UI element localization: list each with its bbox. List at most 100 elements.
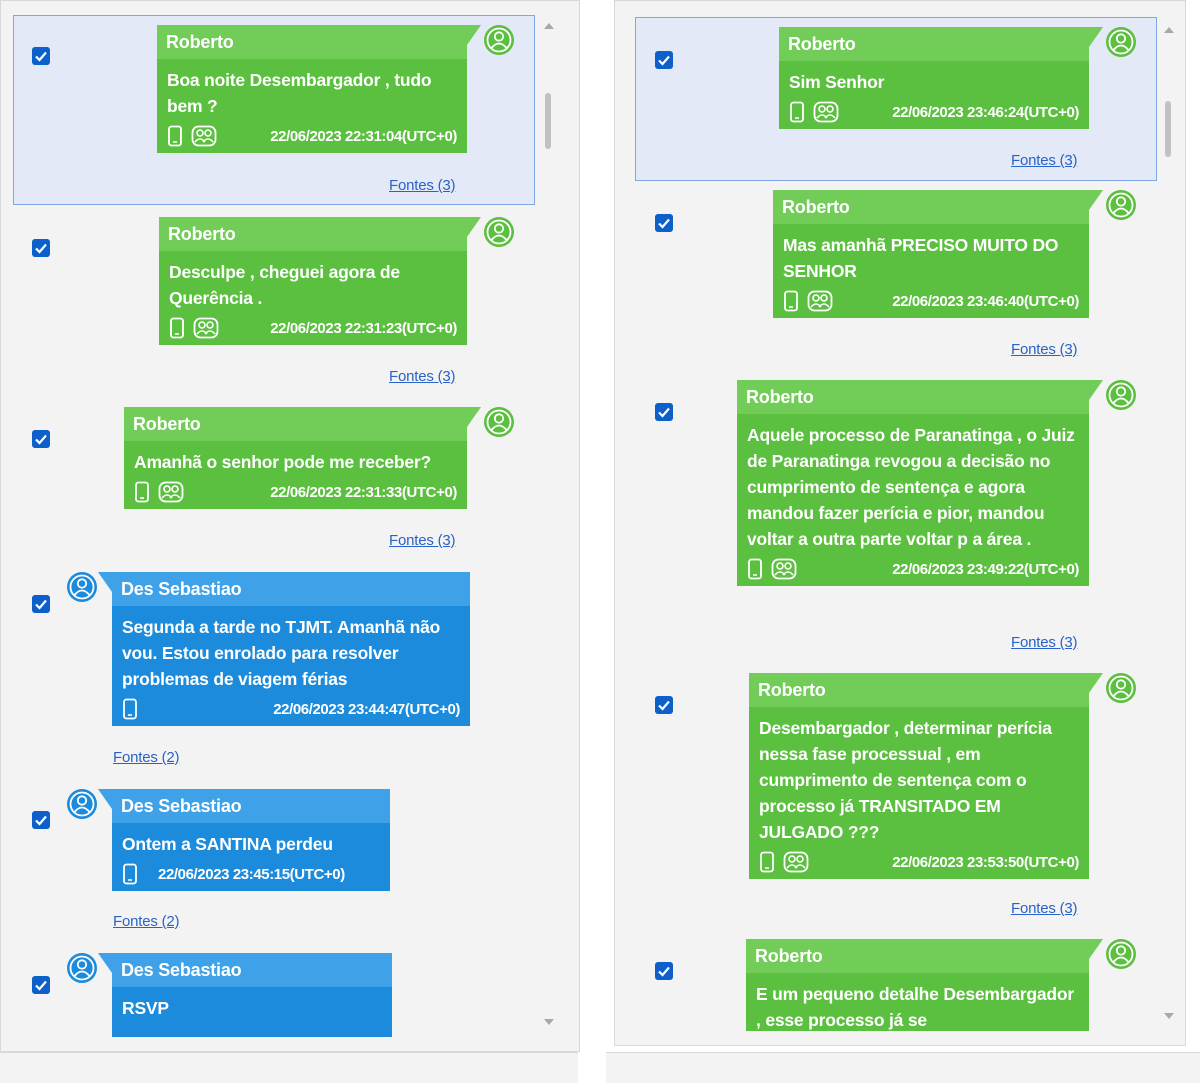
message-sender: Des Sebastiao — [112, 572, 470, 606]
message-sender: Roberto — [157, 25, 467, 59]
message-text: Ontem a SANTINA perdeu — [112, 823, 390, 857]
message-bubble-incoming[interactable]: Des Sebastiao Ontem a SANTINA perdeu 22/… — [98, 789, 390, 891]
group-chat-icon — [191, 125, 217, 147]
checkbox-checked-icon — [658, 55, 670, 66]
user-avatar-icon — [67, 572, 97, 602]
phone-icon — [170, 317, 184, 339]
phone-icon — [784, 290, 798, 312]
group-chat-icon — [193, 317, 219, 339]
scroll-thumb[interactable] — [1165, 101, 1171, 157]
scroll-up-arrow[interactable] — [1164, 27, 1174, 33]
sources-link[interactable]: Fontes (3) — [389, 177, 456, 194]
message-checkbox[interactable] — [655, 962, 673, 980]
checkbox-checked-icon — [658, 407, 670, 418]
message-text: Aquele processo de Paranatinga , o Juiz … — [737, 414, 1089, 552]
bubble-tail — [467, 407, 481, 427]
message-bubble-outgoing[interactable]: Roberto Mas amanhã PRECISO MUITO DO SENH… — [773, 190, 1103, 318]
message-bubble-outgoing[interactable]: Roberto Desculpe , cheguei agora de Quer… — [159, 217, 481, 345]
message-timestamp: 22/06/2023 22:31:23(UTC+0) — [270, 319, 457, 337]
checkbox-checked-icon — [35, 434, 47, 445]
phone-icon — [760, 851, 774, 873]
phone-icon — [168, 125, 182, 147]
group-chat-icon — [783, 851, 809, 873]
vertical-scrollbar[interactable] — [540, 1, 558, 1041]
message-bubble-outgoing[interactable]: Roberto Aquele processo de Paranatinga ,… — [737, 380, 1103, 586]
left-message-panel: Roberto Boa noite Desembargador , tudo b… — [0, 0, 580, 1052]
phone-icon — [123, 863, 137, 885]
message-sender: Roberto — [124, 407, 467, 441]
group-chat-icon — [807, 290, 833, 312]
sources-link[interactable]: Fontes (3) — [1011, 900, 1078, 917]
message-text: Boa noite Desembargador , tudo bem ? — [157, 59, 467, 119]
message-text: Mas amanhã PRECISO MUITO DO SENHOR — [773, 224, 1089, 284]
message-checkbox[interactable] — [655, 696, 673, 714]
message-bubble-outgoing[interactable]: Roberto Boa noite Desembargador , tudo b… — [157, 25, 481, 153]
group-chat-icon — [158, 481, 184, 503]
bubble-tail — [467, 25, 481, 45]
user-avatar-icon — [67, 789, 97, 819]
message-bubble-outgoing[interactable]: Roberto Amanhã o senhor pode me receber?… — [124, 407, 481, 509]
message-checkbox[interactable] — [32, 976, 50, 994]
message-sender: Roberto — [749, 673, 1089, 707]
sources-link[interactable]: Fontes (3) — [1011, 634, 1078, 651]
checkbox-checked-icon — [658, 966, 670, 977]
message-sender: Roberto — [779, 27, 1089, 61]
message-sender: Des Sebastiao — [112, 953, 392, 987]
message-bubble-outgoing[interactable]: Roberto Desembargador , determinar períc… — [749, 673, 1103, 879]
scroll-thumb[interactable] — [545, 93, 551, 149]
message-sender: Roberto — [737, 380, 1089, 414]
user-avatar-icon — [67, 953, 97, 983]
scroll-down-arrow[interactable] — [544, 1019, 554, 1025]
message-text: E um pequeno detalhe Desembargador , ess… — [746, 973, 1089, 1031]
phone-icon — [135, 481, 149, 503]
sources-link[interactable]: Fontes (3) — [389, 532, 456, 549]
bubble-tail — [1089, 190, 1103, 210]
user-avatar-icon — [1106, 939, 1136, 969]
bubble-tail — [98, 789, 112, 809]
scroll-up-arrow[interactable] — [544, 23, 554, 29]
checkbox-checked-icon — [35, 980, 47, 991]
message-text: Desculpe , cheguei agora de Querência . — [159, 251, 467, 311]
bubble-tail — [467, 217, 481, 237]
message-bubble-incoming[interactable]: Des Sebastiao RSVP — [112, 953, 392, 1037]
sources-link[interactable]: Fontes (2) — [113, 749, 180, 766]
user-avatar-icon — [1106, 380, 1136, 410]
user-avatar-icon — [1106, 190, 1136, 220]
message-bubble-incoming[interactable]: Des Sebastiao Segunda a tarde no TJMT. A… — [98, 572, 470, 726]
user-avatar-icon — [1106, 673, 1136, 703]
sources-link[interactable]: Fontes (3) — [1011, 152, 1078, 169]
scroll-down-arrow[interactable] — [1164, 1013, 1174, 1019]
sources-link[interactable]: Fontes (3) — [1011, 341, 1078, 358]
message-timestamp: 22/06/2023 23:49:22(UTC+0) — [892, 560, 1079, 578]
left-bottom-strip — [0, 1052, 578, 1083]
sources-link[interactable]: Fontes (2) — [113, 913, 180, 930]
message-timestamp: 22/06/2023 23:44:47(UTC+0) — [273, 700, 460, 718]
message-checkbox[interactable] — [655, 214, 673, 232]
user-avatar-icon — [1106, 27, 1136, 57]
message-checkbox[interactable] — [32, 811, 50, 829]
checkbox-checked-icon — [35, 51, 47, 62]
message-checkbox[interactable] — [32, 47, 50, 65]
message-sender: Roberto — [746, 939, 1089, 973]
message-checkbox[interactable] — [32, 239, 50, 257]
message-timestamp: 22/06/2023 23:53:50(UTC+0) — [892, 853, 1079, 871]
bubble-tail — [1089, 27, 1103, 47]
right-message-panel: Roberto Sim Senhor 22/06/2023 23:46:24(U… — [614, 0, 1186, 1046]
right-bottom-strip — [606, 1052, 1200, 1083]
checkbox-checked-icon — [658, 218, 670, 229]
group-chat-icon — [771, 558, 797, 580]
message-sender: Des Sebastiao — [112, 789, 390, 823]
message-text: Desembargador , determinar perícia nessa… — [749, 707, 1089, 845]
vertical-scrollbar[interactable] — [1160, 1, 1178, 1041]
message-checkbox[interactable] — [655, 51, 673, 69]
message-checkbox[interactable] — [655, 403, 673, 421]
message-timestamp: 22/06/2023 23:46:40(UTC+0) — [892, 292, 1079, 310]
message-bubble-outgoing[interactable]: Roberto Sim Senhor 22/06/2023 23:46:24(U… — [779, 27, 1103, 129]
message-bubble-outgoing[interactable]: Roberto E um pequeno detalhe Desembargad… — [746, 939, 1089, 1031]
bubble-tail — [98, 953, 112, 973]
message-sender: Roberto — [773, 190, 1089, 224]
sources-link[interactable]: Fontes (3) — [389, 368, 456, 385]
message-checkbox[interactable] — [32, 430, 50, 448]
message-timestamp: 22/06/2023 22:31:04(UTC+0) — [270, 127, 457, 145]
message-checkbox[interactable] — [32, 595, 50, 613]
